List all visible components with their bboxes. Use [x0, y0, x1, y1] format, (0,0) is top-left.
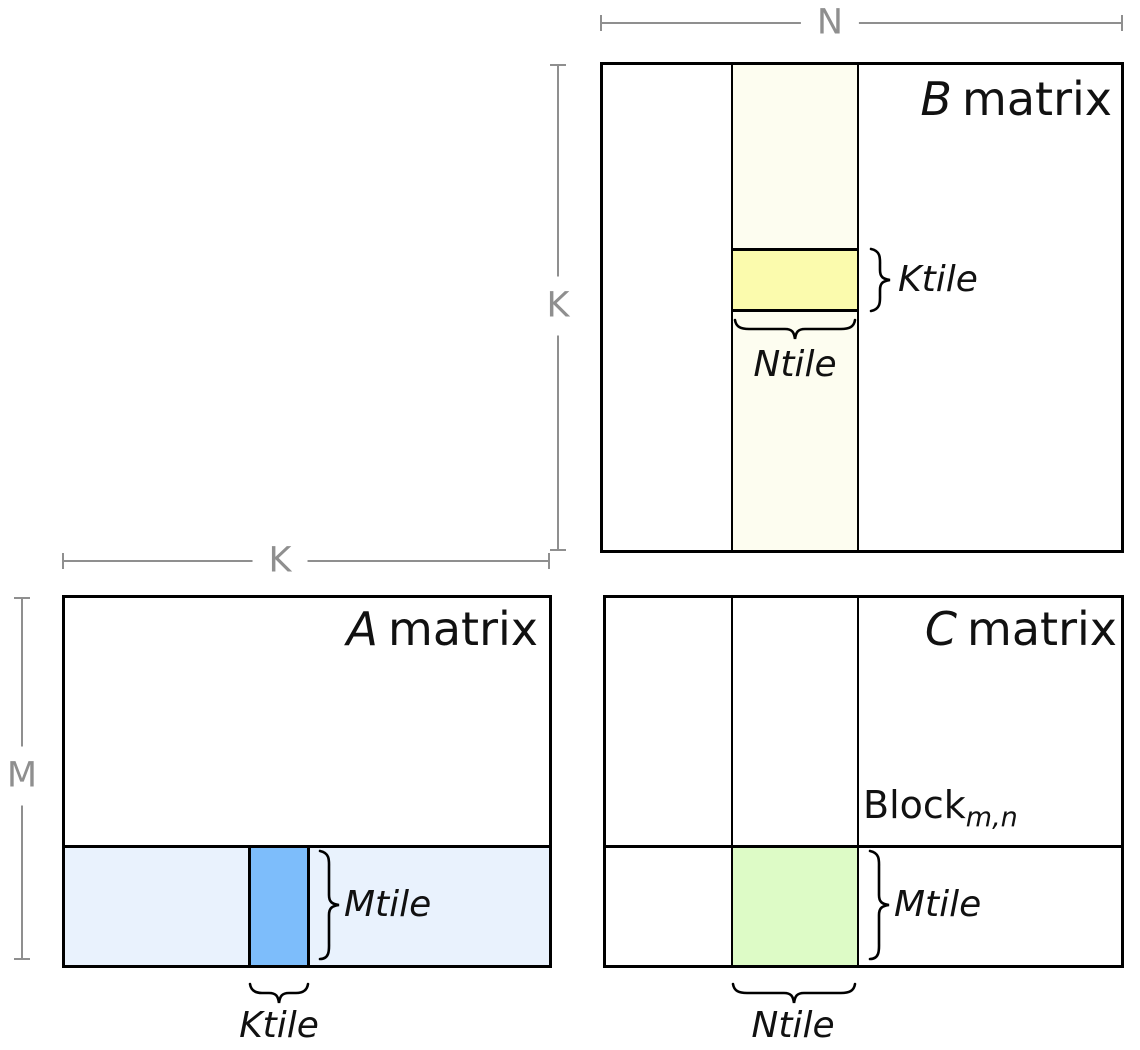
- c-block-word: Block: [863, 783, 966, 827]
- n-dimension-label: N: [800, 5, 860, 41]
- c-matrix-letter: C: [924, 602, 957, 656]
- b-matrix-letter: B: [920, 72, 952, 126]
- a-mtile-brace: [318, 849, 340, 961]
- c-ntile-brace: [731, 982, 857, 1004]
- n-dimension-line: [600, 15, 1123, 31]
- b-ntile-brace: [733, 318, 857, 340]
- m-dimension-label: M: [6, 746, 38, 806]
- b-ktile-cell: [731, 248, 859, 312]
- b-matrix-word: matrix: [962, 72, 1112, 126]
- b-matrix-box: [600, 62, 1124, 553]
- c-matrix-box: [603, 595, 1124, 968]
- c-mtile-label: Mtile: [894, 884, 982, 925]
- c-ntile-label: Ntile: [751, 1005, 835, 1046]
- a-matrix-word: matrix: [388, 602, 538, 656]
- c-block-cell: [731, 845, 859, 965]
- a-mtile-label: Mtile: [344, 884, 432, 925]
- b-ktile-label: Ktile: [898, 259, 978, 300]
- c-row-divider: [606, 845, 1121, 848]
- c-column-line-left: [731, 598, 733, 965]
- k-dimension-label-b: K: [546, 276, 570, 336]
- a-ktile-cell: [248, 845, 310, 965]
- b-ntile-label: Ntile: [753, 344, 837, 385]
- c-matrix-word: matrix: [967, 602, 1117, 656]
- c-mtile-brace: [868, 849, 890, 961]
- a-ktile-label: Ktile: [239, 1005, 319, 1046]
- c-block-subscript: m,n: [965, 802, 1018, 833]
- c-block-label: Blockm,n: [863, 786, 1018, 831]
- a-matrix-letter: A: [346, 602, 378, 656]
- c-column-line-right: [857, 598, 859, 965]
- a-ktile-brace: [248, 982, 310, 1004]
- k-dimension-label-a: K: [252, 543, 308, 579]
- b-ktile-brace: [869, 247, 891, 313]
